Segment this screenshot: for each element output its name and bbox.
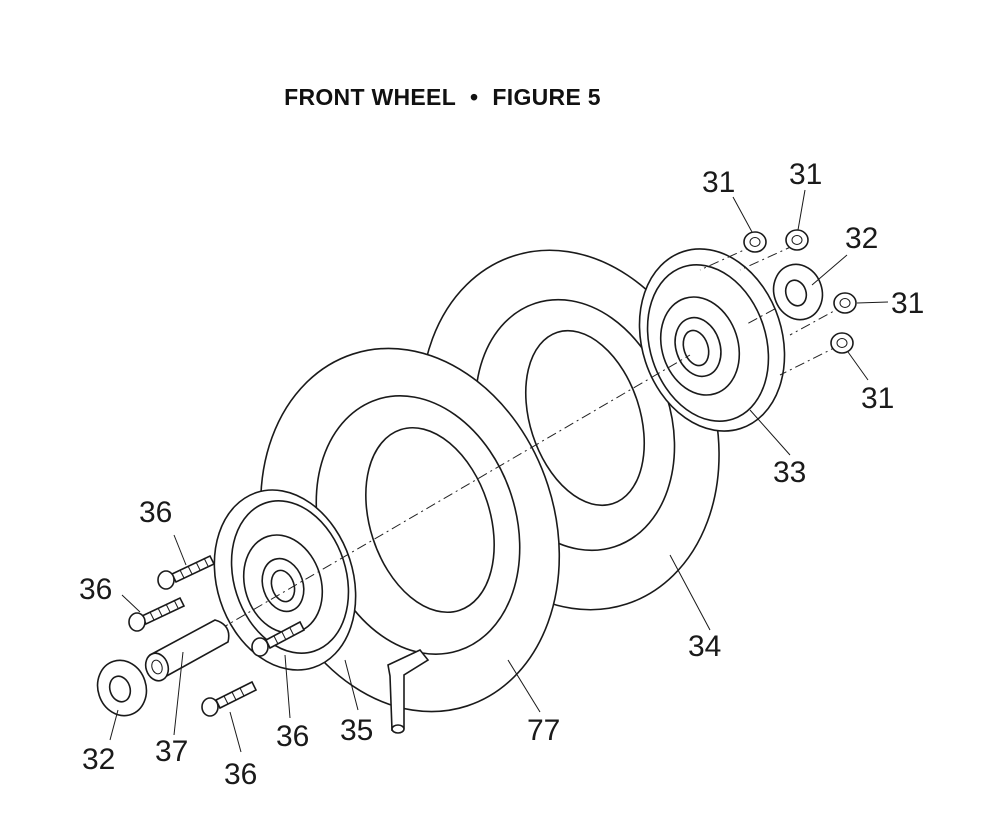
rear-axis-line xyxy=(744,289,811,326)
leader-lines xyxy=(109,189,889,753)
callout-35: 35 xyxy=(340,714,373,747)
callout-77: 77 xyxy=(527,714,560,747)
front-hub-part-35 xyxy=(213,489,357,671)
bolt-part-36-c xyxy=(251,620,306,657)
nut-part-31-a xyxy=(743,231,767,253)
bolt-part-36-b xyxy=(128,596,186,632)
callout-31-c: 31 xyxy=(891,287,924,320)
callout-36-b: 36 xyxy=(79,573,112,606)
callout-36-d: 36 xyxy=(224,758,257,791)
nut-part-31-b xyxy=(785,229,809,251)
figure-title: FRONT WHEEL • FIGURE 5 xyxy=(0,84,885,111)
callout-31-a: 31 xyxy=(702,166,735,199)
nut-part-31-d xyxy=(830,332,854,354)
callout-33: 33 xyxy=(773,456,806,489)
callout-32-front: 32 xyxy=(82,743,115,776)
axle-tube-part-37 xyxy=(144,619,230,682)
spacer-part-32-front xyxy=(96,659,148,717)
callout-31-d: 31 xyxy=(861,382,894,415)
bolt-part-36-d xyxy=(201,680,258,717)
callout-37: 37 xyxy=(155,735,188,768)
callout-32-rear: 32 xyxy=(845,222,878,255)
callout-36-c: 36 xyxy=(276,720,309,753)
bolt-part-36-a xyxy=(157,554,216,590)
figure-title-left: FRONT WHEEL xyxy=(284,84,457,110)
callout-34: 34 xyxy=(688,630,721,663)
center-axis-line xyxy=(149,354,691,671)
valve-stem xyxy=(387,649,430,734)
title-separator: • xyxy=(470,84,479,110)
rear-bolt-line-4 xyxy=(779,344,841,376)
callout-31-b: 31 xyxy=(789,158,822,191)
figure-title-right: FIGURE 5 xyxy=(492,84,601,110)
callout-36-a: 36 xyxy=(139,496,172,529)
rear-hub-part-33 xyxy=(638,248,786,432)
spacer-part-32-rear xyxy=(772,263,824,321)
nut-part-31-c xyxy=(833,292,857,314)
